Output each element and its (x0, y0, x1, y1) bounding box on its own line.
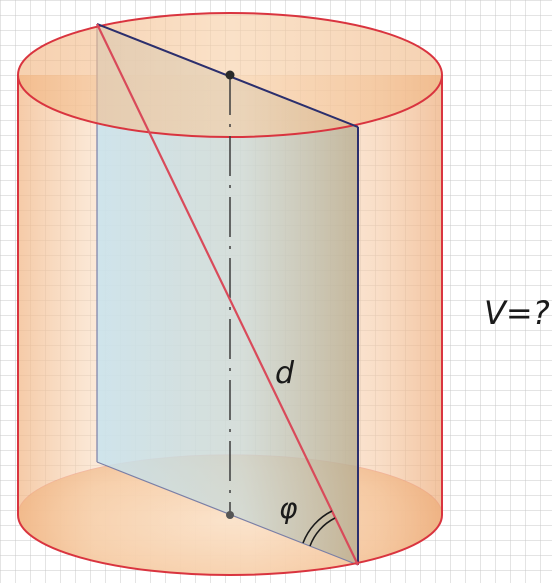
volume-question: V=? (484, 294, 550, 332)
diagonal-label: d (275, 356, 295, 391)
top-center-point (225, 70, 235, 80)
bottom-center-point (226, 511, 234, 519)
diagonal-d (96, 23, 359, 566)
angle-arc-outer (302, 510, 333, 544)
angle-label: φ (279, 492, 298, 525)
angle-arc-inner (309, 517, 336, 547)
bottom-base-front-edge (17, 514, 443, 576)
